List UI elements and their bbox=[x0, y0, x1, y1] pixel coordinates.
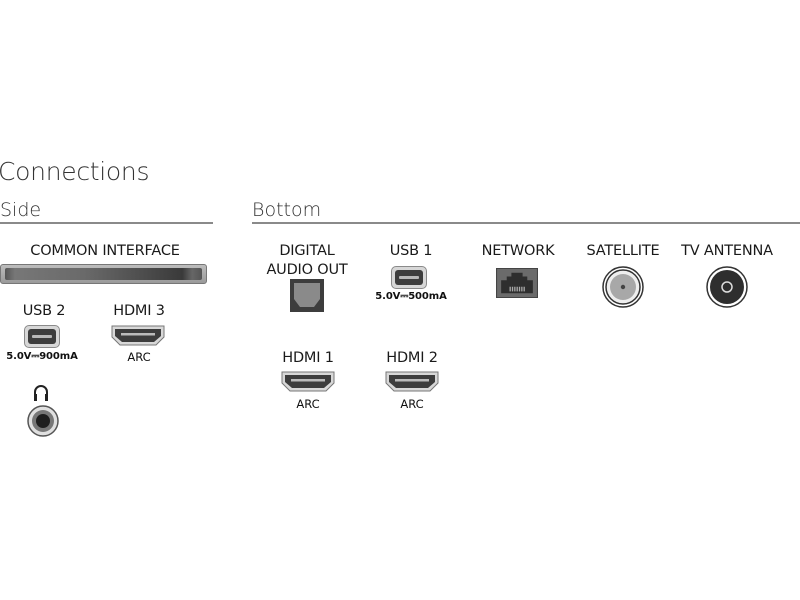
hdmi3-arc-label: ARC bbox=[127, 350, 151, 364]
hdmi2-label: HDMI 2 bbox=[386, 350, 438, 366]
common-interface-slot bbox=[0, 264, 207, 284]
common-interface-label: COMMON INTERFACE bbox=[30, 243, 180, 259]
page-title: Connections bbox=[0, 157, 150, 186]
network-label: NETWORK bbox=[481, 243, 555, 259]
usb2-rating: 5.0V⎓900mA bbox=[6, 351, 78, 362]
optical-port-icon bbox=[290, 279, 324, 312]
usb1-label: USB 1 bbox=[389, 243, 433, 259]
tv-antenna-label: TV ANTENNA bbox=[681, 243, 773, 259]
hdmi-port-icon bbox=[385, 371, 439, 392]
hdmi1-arc-label: ARC bbox=[296, 397, 320, 411]
hdmi-port-icon bbox=[111, 325, 165, 346]
satellite-label: SATELLITE bbox=[586, 243, 660, 259]
antenna-connector-icon bbox=[706, 266, 748, 308]
hdmi1-label: HDMI 1 bbox=[282, 350, 334, 366]
hdmi2-arc-label: ARC bbox=[400, 397, 424, 411]
usb-port-icon bbox=[24, 325, 60, 348]
usb2-label: USB 2 bbox=[22, 303, 66, 319]
section-rule-side bbox=[0, 222, 213, 224]
digital-audio-out-label-line1: DIGITAL bbox=[279, 243, 335, 259]
hdmi-port-icon bbox=[281, 371, 335, 392]
satellite-connector-icon bbox=[602, 266, 644, 308]
hdmi3-label: HDMI 3 bbox=[113, 303, 165, 319]
section-heading-side: Side bbox=[0, 199, 42, 221]
usb1-rating: 5.0V⎓500mA bbox=[375, 291, 447, 302]
usb-port-icon bbox=[391, 266, 427, 289]
ethernet-port-icon bbox=[496, 268, 538, 298]
section-heading-bottom: Bottom bbox=[252, 199, 322, 221]
headphones-icon bbox=[34, 385, 48, 401]
section-rule-bottom bbox=[252, 222, 800, 224]
digital-audio-out-label-line2: AUDIO OUT bbox=[266, 262, 348, 278]
headphone-jack-icon bbox=[27, 405, 59, 437]
